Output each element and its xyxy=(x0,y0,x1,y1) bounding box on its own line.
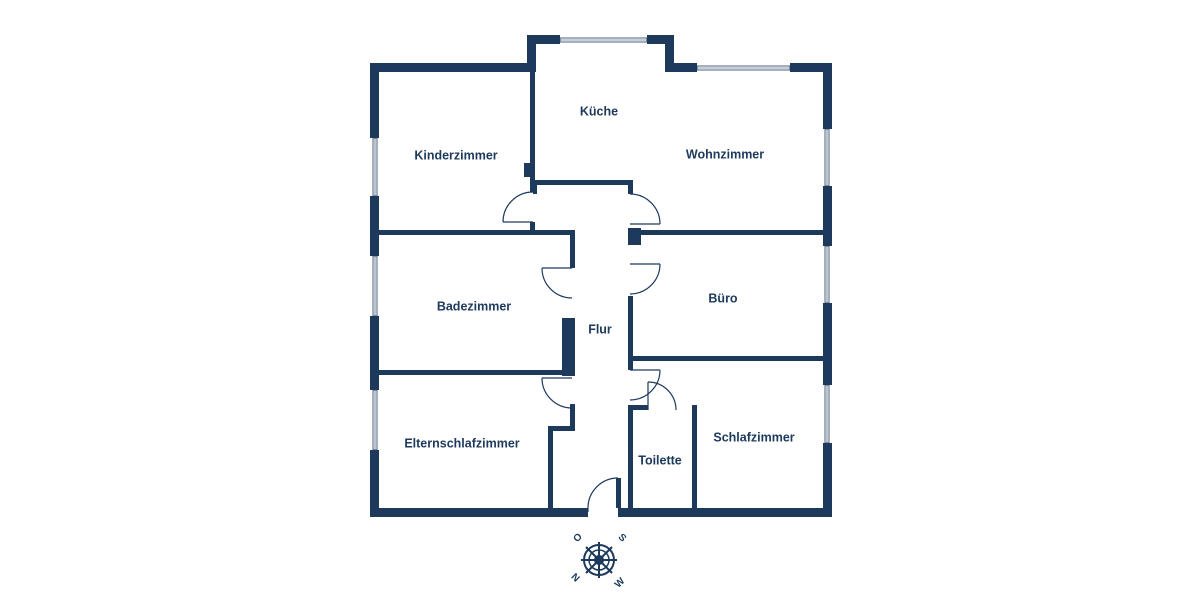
door-toilette xyxy=(647,381,677,411)
label-elternschlafzimmer: Elternschlafzimmer xyxy=(404,436,519,450)
compass-rose-icon xyxy=(581,542,617,578)
label-flur: Flur xyxy=(588,322,612,336)
label-schlafzimmer: Schlafzimmer xyxy=(713,430,794,444)
door-entrance xyxy=(587,477,619,512)
label-buero: Büro xyxy=(708,291,738,305)
window-living-top xyxy=(696,65,791,71)
interior-walls xyxy=(379,72,823,508)
window-left-2 xyxy=(372,255,378,317)
compass-south: S xyxy=(616,532,629,545)
window-kitchen xyxy=(559,37,648,43)
door-kueche xyxy=(629,193,661,225)
door-badezimmer xyxy=(541,267,573,299)
windows xyxy=(372,37,830,451)
label-badezimmer: Badezimmer xyxy=(437,299,511,313)
doors xyxy=(502,191,677,512)
door-schlafzimmer xyxy=(629,369,661,401)
compass-east: O xyxy=(571,531,584,544)
window-right-1 xyxy=(824,128,830,187)
label-toilette: Toilette xyxy=(638,453,682,467)
compass-west: W xyxy=(613,575,628,590)
window-left-3 xyxy=(372,389,378,451)
exterior-walls xyxy=(370,35,832,517)
label-wohnzimmer: Wohnzimmer xyxy=(686,147,764,161)
door-kinderzimmer xyxy=(502,191,534,223)
compass: O S N W xyxy=(568,531,628,590)
window-right-2 xyxy=(824,245,830,304)
door-buero xyxy=(629,263,661,295)
window-left-1 xyxy=(372,137,378,197)
window-right-3 xyxy=(824,384,830,444)
compass-north: N xyxy=(568,572,581,585)
label-kinderzimmer: Kinderzimmer xyxy=(414,148,497,162)
room-labels: Kinderzimmer Küche Wohnzimmer Badezimmer… xyxy=(404,104,794,467)
door-eltern xyxy=(541,377,573,409)
label-kueche: Küche xyxy=(580,104,618,118)
